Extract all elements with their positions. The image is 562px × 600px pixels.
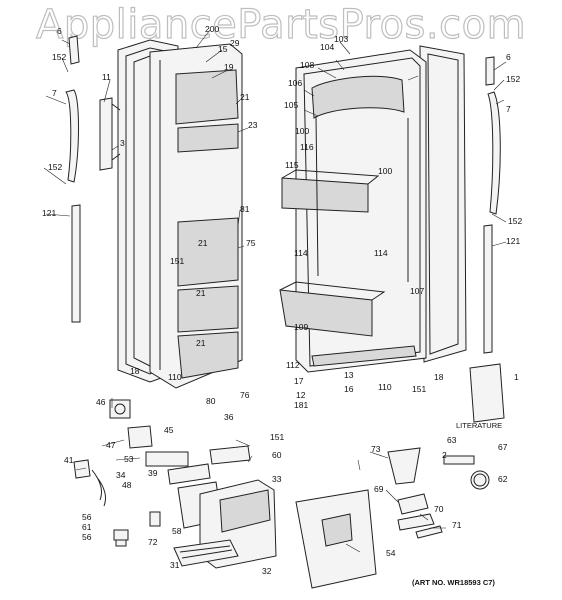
left-trim-parts xyxy=(65,35,121,323)
leader-lines xyxy=(43,29,507,553)
literature-label: LITERATURE xyxy=(456,421,503,430)
art-number: (ART NO. WR18593 C7) xyxy=(412,578,495,587)
right-trim-parts xyxy=(469,56,505,423)
fresh-food-door xyxy=(419,45,467,363)
freezer-door-liner xyxy=(149,43,243,389)
watermark: AppliancePartsPros.com xyxy=(35,1,527,48)
fresh-food-liner xyxy=(279,49,427,373)
dispenser-parts xyxy=(73,399,490,589)
